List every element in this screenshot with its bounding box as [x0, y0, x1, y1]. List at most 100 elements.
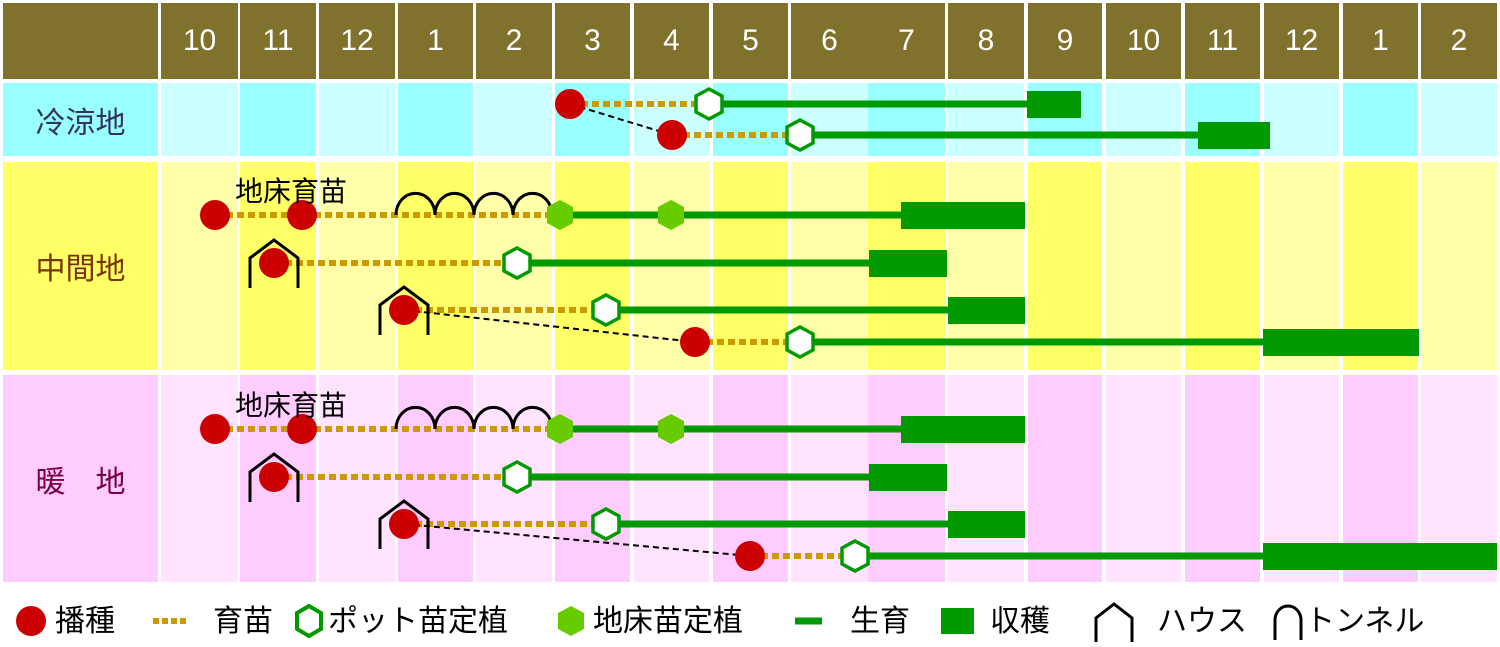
harvest-bar [869, 464, 947, 491]
sowing-dot [389, 509, 419, 539]
region-cell [1028, 162, 1102, 370]
bed-transplant-marker [547, 200, 573, 230]
sowing-dot [555, 89, 585, 119]
legend-sowing-label: 播種 [55, 604, 115, 639]
region-cell [1343, 83, 1418, 156]
house-icon [248, 452, 300, 502]
link-dashed-line [403, 309, 696, 343]
month-header-15: 1 [1343, 3, 1418, 79]
sowing-icon [16, 606, 46, 636]
month-label: 4 [663, 24, 680, 57]
bed-transplant-marker [658, 200, 684, 230]
harvest-bar [869, 250, 947, 277]
mid-nursery-label: 地床育苗 [235, 175, 348, 208]
region-cell [948, 375, 1024, 582]
month-label: 12 [340, 24, 374, 57]
month-label: 9 [1056, 24, 1074, 57]
month-label: 10 [1126, 24, 1161, 57]
tunnel-icon [1273, 604, 1303, 640]
month-label: 5 [742, 24, 759, 57]
month-header-6: 4 [634, 3, 709, 79]
legend-nursery-label: 育苗 [213, 604, 273, 639]
bed-transplant-icon [558, 606, 584, 636]
sowing-dot [680, 327, 710, 357]
tunnel-icon [394, 191, 554, 216]
header-corner [3, 3, 158, 79]
house-icon [1094, 602, 1134, 642]
sowing-dot [259, 462, 289, 492]
region-cell [398, 83, 473, 156]
region-cell [240, 83, 316, 156]
harvest-bar [1263, 329, 1419, 356]
legend-growth-label: 生育 [850, 604, 910, 639]
month-label: 11 [262, 24, 294, 57]
month-label: 12 [1284, 24, 1319, 57]
region-cell [1264, 83, 1339, 156]
region-label-cool: 冷涼地 [3, 83, 158, 156]
month-header-3: 1 [398, 3, 473, 79]
region-cell [1106, 375, 1181, 582]
month-label: 1 [1372, 24, 1389, 57]
tunnel-icon [394, 405, 554, 430]
region-label-text: 中間地 [35, 252, 126, 287]
pot-transplant-marker [694, 87, 724, 121]
month-label: 11 [1206, 24, 1239, 57]
region-cell [476, 83, 552, 156]
pot-transplant-marker [591, 507, 621, 541]
harvest-bar [948, 297, 1025, 324]
legend-bed-transplant-label: 地床苗定植 [593, 604, 743, 639]
month-label: 7 [898, 24, 915, 57]
harvest-bar [901, 416, 1025, 443]
house-icon [378, 285, 430, 335]
region-cell [713, 83, 788, 156]
bed-transplant-marker [658, 414, 684, 444]
region-cell [1185, 375, 1260, 582]
region-label-mid: 中間地 [3, 162, 158, 370]
bed-transplant-marker [547, 414, 573, 444]
sowing-dot [200, 414, 230, 444]
month-header-11: 9 [1028, 3, 1102, 79]
month-header-7: 5 [713, 3, 788, 79]
region-cell [1421, 162, 1497, 370]
region-cell [161, 83, 238, 156]
sowing-dot [735, 541, 765, 571]
harvest-bar [1027, 91, 1081, 118]
month-header-12: 10 [1106, 3, 1181, 79]
month-header-5: 3 [555, 3, 630, 79]
pot-transplant-icon [295, 603, 323, 639]
region-cell [161, 162, 238, 370]
month-header-0: 10 [161, 3, 238, 79]
region-cell [868, 83, 945, 156]
pot-transplant-marker [502, 246, 532, 280]
month-header-4: 2 [476, 3, 552, 79]
sowing-dot [657, 120, 687, 150]
month-label: 6 [821, 24, 838, 57]
pot-transplant-marker [840, 539, 870, 573]
legend-tunnel-label: トンネル [1305, 604, 1425, 639]
link-dashed-line [569, 103, 673, 136]
month-header-10: 8 [948, 3, 1024, 79]
sowing-dot [259, 248, 289, 278]
legend-house-label: ハウス [1157, 604, 1247, 639]
region-cell [161, 375, 238, 582]
sowing-dot [200, 200, 230, 230]
region-cell [1185, 162, 1260, 370]
month-header-16: 2 [1421, 3, 1497, 79]
region-label-text: 冷涼地 [35, 105, 126, 141]
harvest-bar [1263, 543, 1497, 570]
region-cell [1421, 83, 1497, 156]
harvest-bar [1198, 122, 1270, 149]
sowing-dot [389, 295, 419, 325]
harvest-bar [948, 511, 1025, 538]
pot-transplant-marker [502, 460, 532, 494]
harvest-bar [901, 202, 1025, 229]
region-cell [948, 162, 1024, 370]
legend-icons [16, 602, 1303, 642]
harvest-icon [941, 608, 974, 634]
month-label: 10 [182, 24, 217, 57]
month-label: 2 [505, 24, 523, 57]
house-icon [248, 238, 300, 288]
month-label: 3 [584, 24, 601, 57]
